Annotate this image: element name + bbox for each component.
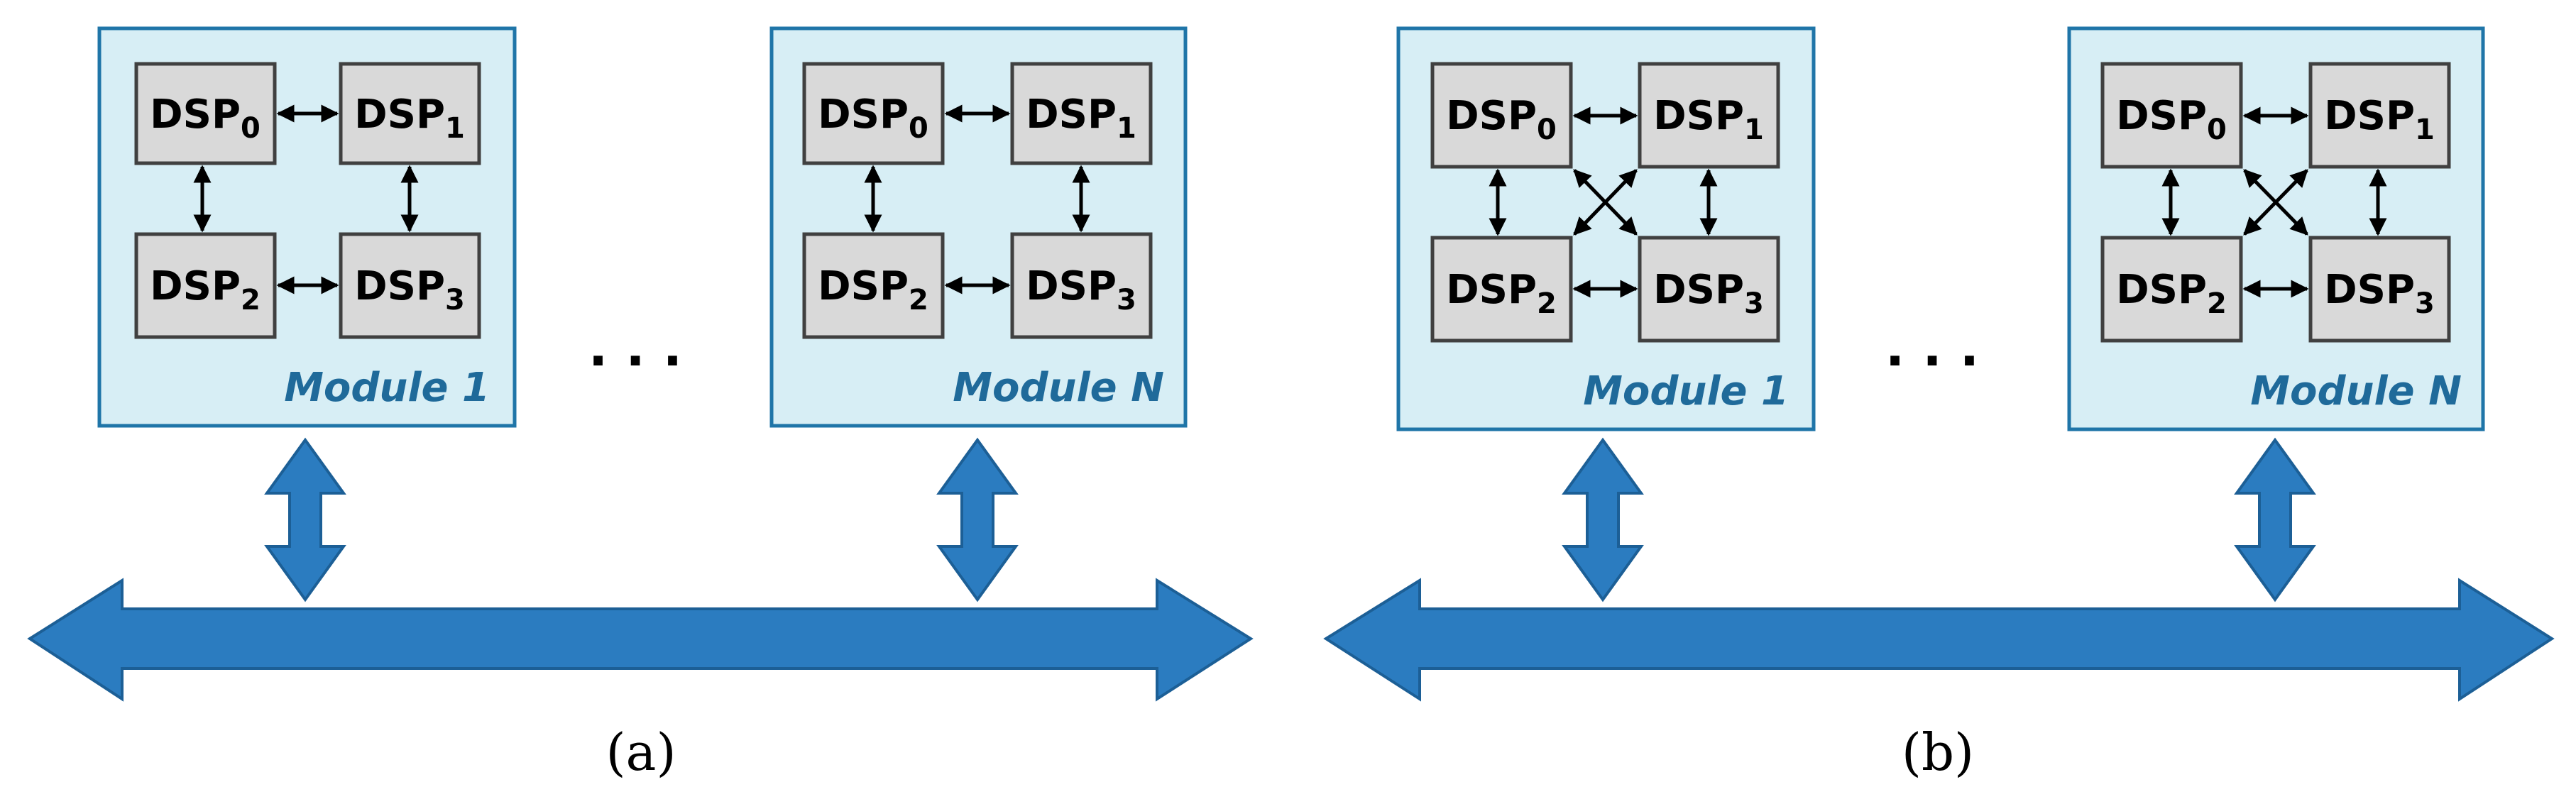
dsp-box-0: [1430, 62, 1573, 169]
panel-a: DSP0 DSP1 DSP2 DSP3 Module 1 . . . DSP0 …: [27, 26, 1254, 782]
module-n-a: DSP0 DSP1 DSP2 DSP3 Module N: [769, 26, 1188, 428]
shared-bus: [27, 578, 1254, 702]
panel-caption: (a): [605, 722, 676, 782]
dsp-label-0: DSP0: [150, 92, 261, 145]
dsp-label-1: DSP1: [2324, 93, 2435, 146]
module-label: Module N: [2250, 368, 2462, 414]
ellipsis: . . .: [1885, 318, 1979, 378]
dsp-box-0: [802, 62, 945, 165]
panel-b: DSP0 DSP1 DSP2 DSP3 Module 1 . . . DSP0 …: [1323, 26, 2555, 782]
dsp-label-2: DSP2: [150, 263, 261, 316]
dsp-label-0: DSP0: [2116, 93, 2227, 146]
dsp-box-2: [802, 232, 945, 339]
dsp-label-3: DSP3: [1653, 267, 1764, 320]
dsp-label-1: DSP1: [1653, 93, 1764, 146]
module-n-connector: [2234, 437, 2316, 602]
dsp-label-2: DSP2: [818, 263, 928, 316]
dsp-box-3: [1638, 236, 1780, 343]
dsp-box-0: [134, 62, 277, 165]
dsp-label-1: DSP1: [1026, 92, 1136, 145]
link-dsp1-dsp2: [2243, 169, 2308, 236]
dsp-box-3: [1010, 232, 1153, 339]
dsp-label-2: DSP2: [1446, 267, 1557, 320]
dsp-label-3: DSP3: [1026, 263, 1136, 316]
module-n-b: DSP0 DSP1 DSP2 DSP3 Module N: [2067, 26, 2485, 431]
module-n-connector: [936, 437, 1019, 602]
dsp-box-3: [2308, 236, 2451, 343]
dsp-box-1: [1638, 62, 1780, 169]
dsp-label-0: DSP0: [1446, 93, 1557, 146]
module-1-connector: [1562, 437, 1644, 602]
module-label: Module N: [953, 365, 1164, 411]
module-label: Module 1: [284, 365, 490, 411]
dsp-label-3: DSP3: [354, 263, 465, 316]
dsp-label-0: DSP0: [818, 92, 928, 145]
dsp-box-1: [1010, 62, 1153, 165]
panel-caption: (b): [1902, 722, 1974, 782]
dsp-box-1: [339, 62, 481, 165]
dsp-label-2: DSP2: [2116, 267, 2227, 320]
module-1-b: DSP0 DSP1 DSP2 DSP3 Module 1: [1396, 26, 1816, 431]
dsp-box-1: [2308, 62, 2451, 169]
dsp-box-0: [2100, 62, 2243, 169]
dsp-label-3: DSP3: [2324, 267, 2435, 320]
link-dsp1-dsp2: [1573, 169, 1638, 236]
dsp-box-2: [134, 232, 277, 339]
shared-bus: [1323, 578, 2555, 702]
module-1-connector: [264, 437, 346, 602]
dsp-box-2: [1430, 236, 1573, 343]
ellipsis: . . .: [588, 318, 682, 378]
module-1-a: DSP0 DSP1 DSP2 DSP3 Module 1: [97, 26, 517, 428]
dsp-box-2: [2100, 236, 2243, 343]
dsp-label-1: DSP1: [354, 92, 465, 145]
module-label: Module 1: [1583, 368, 1789, 414]
dsp-box-3: [339, 232, 481, 339]
